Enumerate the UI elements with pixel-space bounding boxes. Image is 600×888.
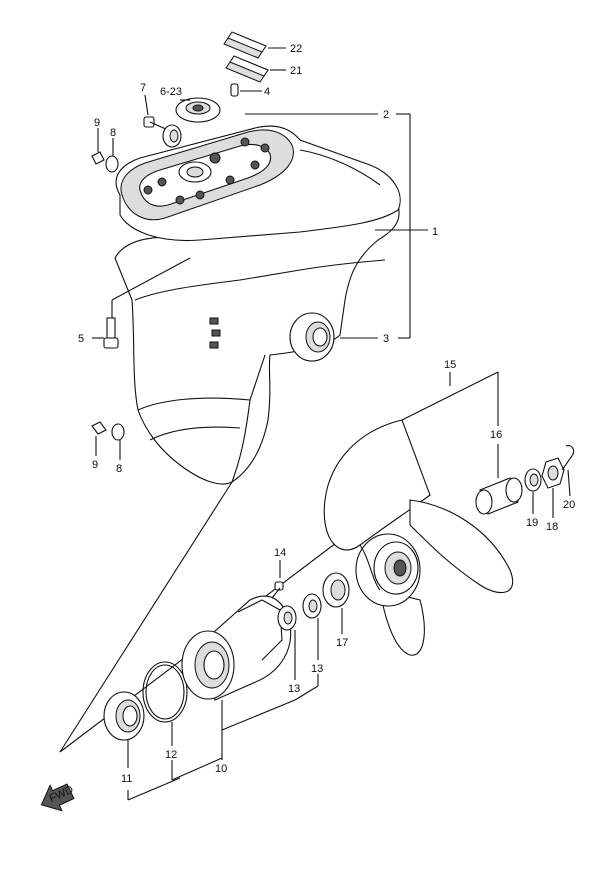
callout-2: 2 — [383, 109, 389, 121]
fwd-arrow-icon: FWD — [40, 783, 75, 812]
drain-screw-bottom — [91, 421, 125, 441]
callout-18: 18 — [546, 521, 558, 533]
oil-seal-3 — [289, 312, 335, 362]
callout-4: 4 — [264, 86, 270, 98]
drain-screw-top — [91, 151, 119, 173]
callout-3: 3 — [383, 333, 389, 345]
thrust-washer-13a — [277, 605, 297, 631]
thrust-washer-13b — [302, 593, 322, 619]
callout-21: 21 — [290, 65, 302, 77]
propeller — [323, 419, 514, 656]
callout-6-23: 6-23 — [160, 86, 182, 98]
bushing-17 — [322, 572, 350, 608]
callout-12: 12 — [165, 749, 177, 761]
bearing-housing-10 — [181, 595, 292, 701]
nut-18 — [541, 457, 565, 489]
spacer-16 — [475, 477, 523, 515]
bearing-top — [175, 97, 221, 123]
callout-9-top: 9 — [94, 117, 100, 129]
callout-13-right: 13 — [311, 663, 323, 675]
callout-16: 16 — [490, 429, 502, 441]
callout-8-top: 8 — [110, 127, 116, 139]
dowel-pin — [230, 83, 239, 97]
callout-5: 5 — [78, 333, 84, 345]
callout-15: 15 — [444, 359, 456, 371]
callout-19: 19 — [526, 517, 538, 529]
callout-9-bottom: 9 — [92, 459, 98, 471]
bolt-5 — [103, 317, 119, 349]
oil-seal-11 — [103, 691, 145, 741]
callout-7: 7 — [140, 82, 146, 94]
callout-10: 10 — [215, 763, 227, 775]
callout-22: 22 — [290, 43, 302, 55]
sponge-part — [223, 31, 269, 83]
callout-1: 1 — [432, 226, 438, 238]
bolt-7 — [143, 116, 182, 148]
gear-case-housing — [59, 125, 401, 753]
callout-17: 17 — [336, 637, 348, 649]
callout-20: 20 — [563, 499, 575, 511]
callout-13-left: 13 — [288, 683, 300, 695]
screw-14 — [271, 581, 284, 599]
o-ring-12 — [142, 661, 188, 723]
leader-lines — [92, 47, 571, 801]
washer-19 — [524, 468, 542, 492]
callout-14: 14 — [274, 547, 286, 559]
callout-8-bottom: 8 — [116, 463, 122, 475]
cotter-pin-20 — [561, 445, 575, 471]
callout-11: 11 — [121, 773, 132, 785]
